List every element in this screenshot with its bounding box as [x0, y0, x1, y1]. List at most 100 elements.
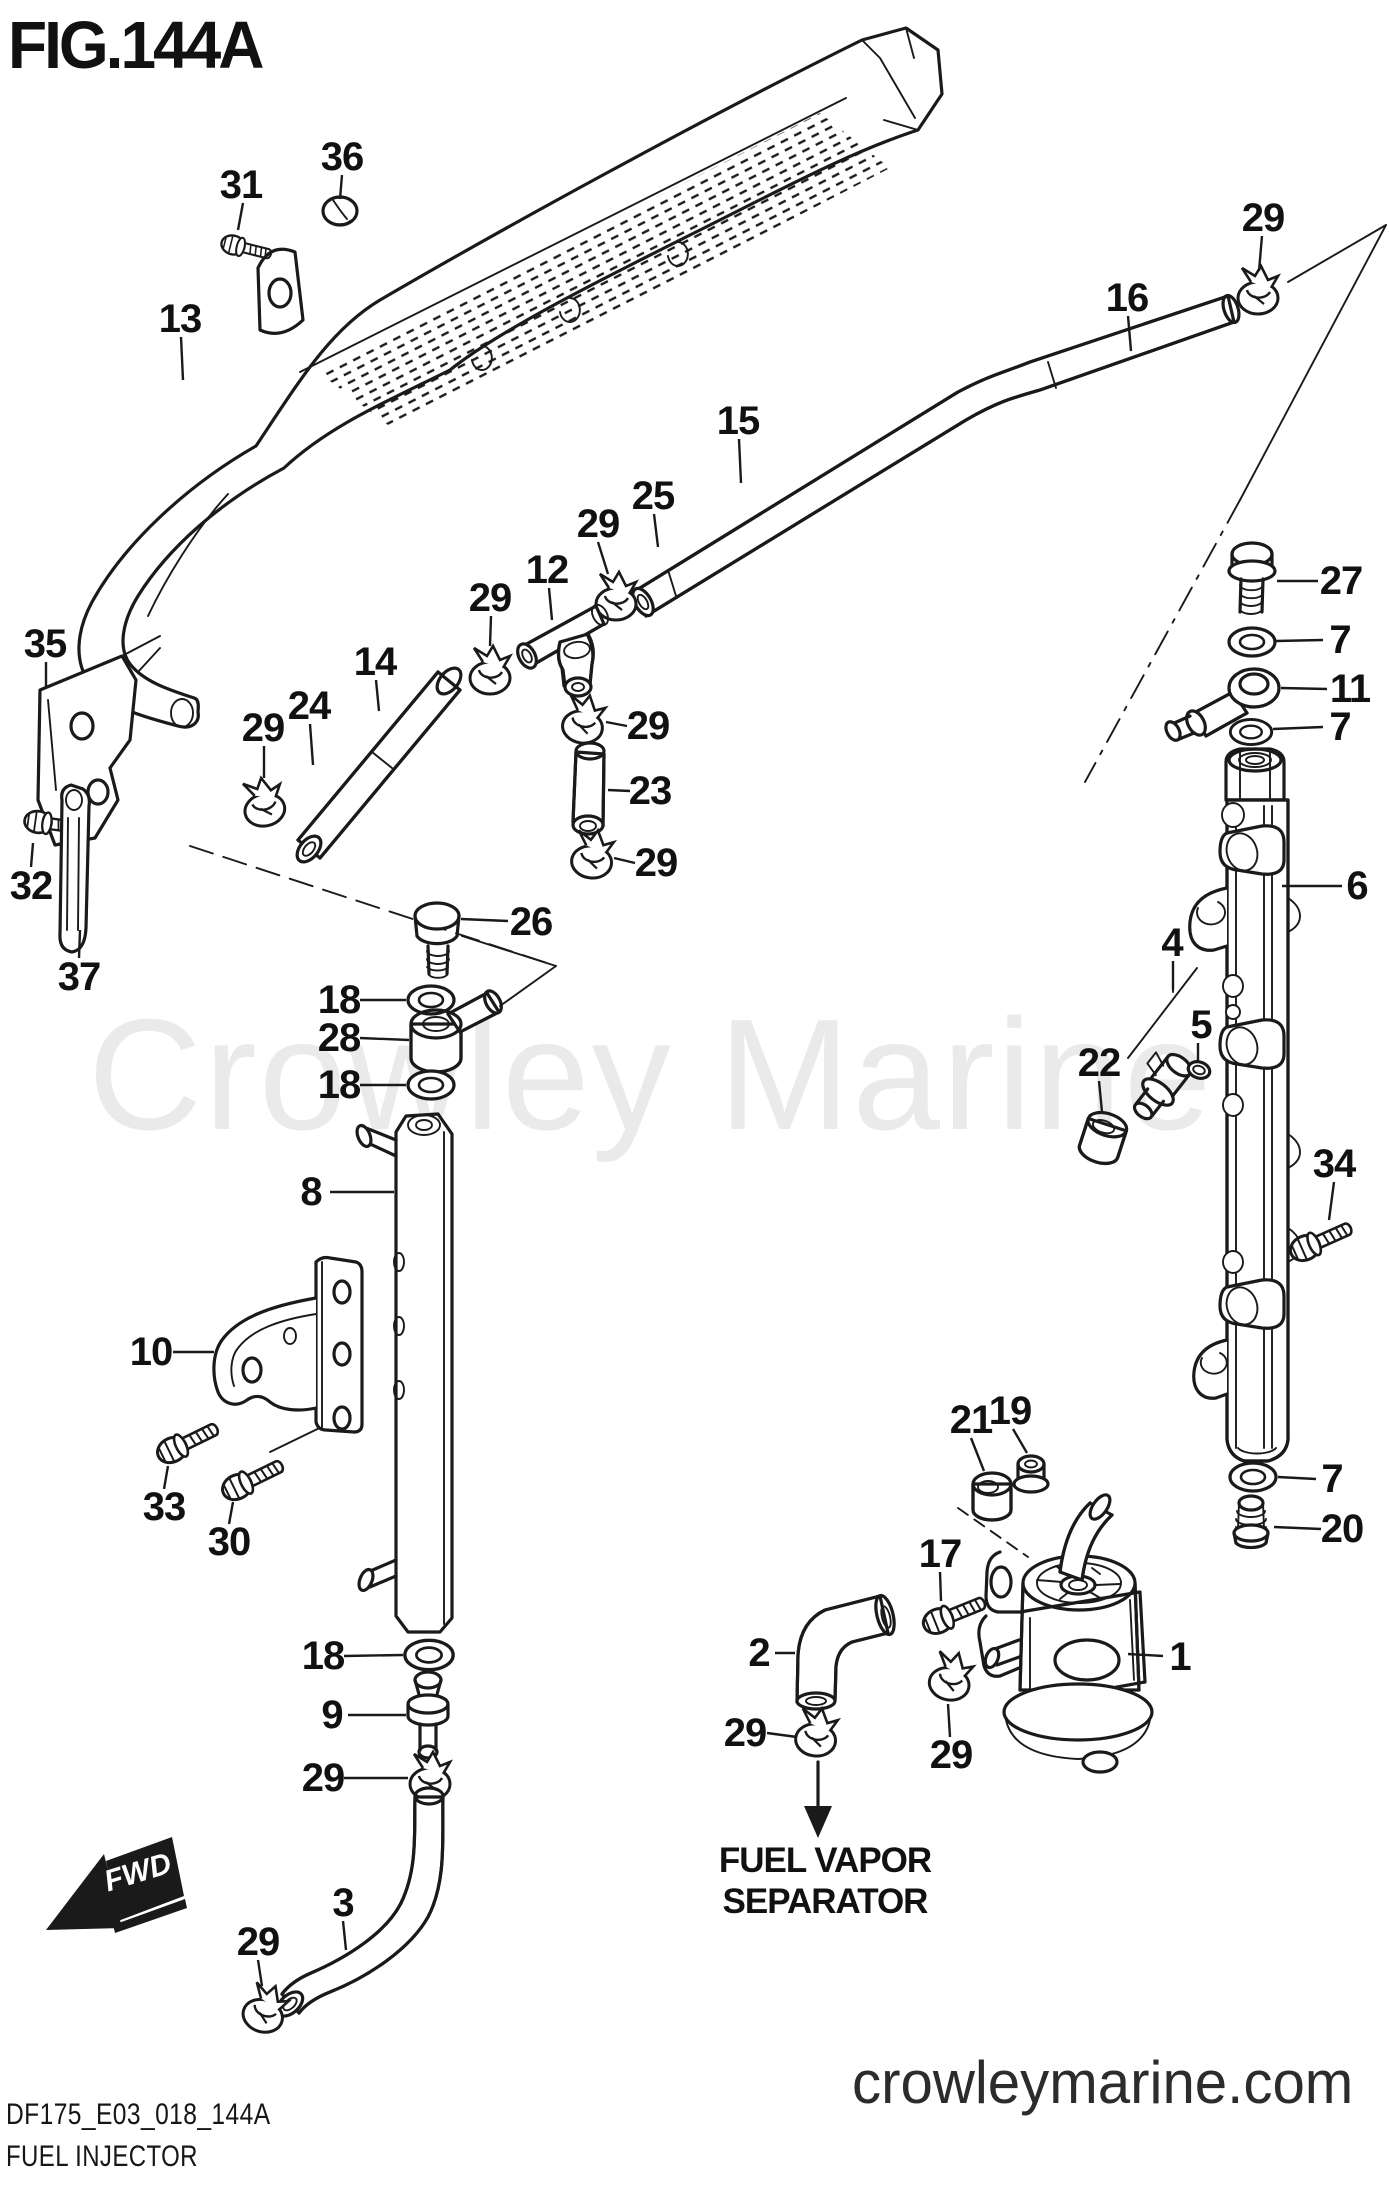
callout-33: 33 [142, 1485, 186, 1529]
bracket-10 [212, 1255, 364, 1434]
leader-line-19 [1011, 1428, 1029, 1454]
watermark-text: Crowley Marine [88, 987, 1214, 1163]
leader-line-15 [737, 438, 743, 484]
leader-line-3 [341, 1920, 348, 1951]
leader-line-17 [938, 1571, 943, 1602]
callout-7: 7 [1329, 618, 1351, 662]
leader-line-32 [29, 842, 35, 868]
callout-32: 32 [9, 864, 53, 908]
callout-17: 17 [918, 1532, 962, 1576]
grommet-19 [1012, 1454, 1050, 1494]
leader-line-31 [236, 202, 245, 231]
tube-23 [571, 741, 606, 836]
banjo-11 [1164, 667, 1281, 742]
callout-15: 15 [716, 399, 760, 443]
grommet-21 [971, 1471, 1013, 1522]
callout-24: 24 [287, 684, 331, 728]
leader-line-23 [607, 788, 631, 793]
callout-7: 7 [1321, 1457, 1343, 1501]
callout-23: 23 [628, 769, 672, 813]
callout-9: 9 [321, 1693, 343, 1737]
separator-1 [977, 1493, 1154, 1774]
leader-line-7 [1277, 1475, 1317, 1481]
callout-14: 14 [353, 640, 397, 684]
tee-joint-12 [516, 603, 610, 698]
leader-line-7 [1275, 638, 1324, 643]
leader-line-22 [1097, 1080, 1104, 1113]
callout-34: 34 [1312, 1142, 1356, 1186]
figure-name: FUEL INJECTOR [6, 2140, 198, 2173]
cover-13 [77, 26, 944, 729]
leader-line-29 [766, 1731, 798, 1739]
figure-title: FIG.144A [8, 7, 264, 83]
callout-16: 16 [1105, 276, 1149, 320]
cushion-22 [1077, 1110, 1129, 1166]
callout-27: 27 [1319, 559, 1363, 603]
callout-7: 7 [1329, 705, 1351, 749]
callout-29: 29 [723, 1711, 767, 1755]
banjo-bolt-27 [1227, 541, 1277, 615]
o-ring-5 [1186, 1060, 1212, 1080]
leader-line-12 [547, 587, 554, 621]
callout-18: 18 [317, 978, 361, 1022]
callout-29: 29 [468, 576, 512, 620]
leader-line-29 [1257, 235, 1264, 272]
callout-29: 29 [626, 704, 670, 748]
callout-31: 31 [219, 163, 263, 207]
construction-lines [189, 224, 1387, 1558]
leader-line-14 [374, 679, 381, 712]
callout-29: 29 [1241, 196, 1285, 240]
leader-line-37 [77, 929, 82, 959]
callout-10: 10 [129, 1330, 173, 1374]
callout-35: 35 [23, 622, 67, 666]
callout-28: 28 [317, 1016, 361, 1060]
callout-25: 25 [631, 474, 675, 518]
drawing-code: DF175_E03_018_144A [6, 2098, 271, 2131]
callout-29: 29 [236, 1920, 280, 1964]
site-watermark: crowleymarine.com [852, 2049, 1354, 2116]
injector-4 [1132, 1051, 1193, 1121]
leader-line-34 [1327, 1181, 1336, 1221]
callout-26: 26 [509, 900, 553, 944]
leader-line-26 [460, 917, 509, 923]
callout-6: 6 [1346, 864, 1368, 908]
leader-line-29 [256, 1959, 264, 1987]
fuel-vapor-separator-label: FUEL VAPOR SEPARATOR [700, 1840, 950, 1923]
callout-5: 5 [1190, 1003, 1212, 1047]
leader-line-18 [343, 1653, 404, 1658]
callout-30: 30 [207, 1520, 251, 1564]
leader-line-13 [179, 336, 185, 381]
callout-29: 29 [634, 841, 678, 885]
callout-29: 29 [576, 502, 620, 546]
hose-25-15-16 [631, 293, 1241, 618]
callout-29: 29 [929, 1733, 973, 1777]
callout-1: 1 [1169, 1635, 1191, 1679]
hose-14-24 [295, 666, 463, 864]
fuel-vapor-line2: SEPARATOR [722, 1882, 929, 1922]
separator-arrow [804, 1760, 832, 1838]
leader-line-28 [359, 1036, 410, 1042]
callout-29: 29 [301, 1756, 345, 1800]
leader-line-29 [488, 615, 493, 647]
leader-line-20 [1273, 1525, 1322, 1531]
hose-2 [795, 1593, 896, 1711]
leader-line-1 [1127, 1652, 1164, 1658]
leader-line-16 [1126, 315, 1133, 352]
leader-line-11 [1280, 686, 1328, 691]
delivery-pipe-8 [355, 1112, 454, 1634]
callout-21: 21 [949, 1398, 993, 1442]
hose-3 [275, 1786, 445, 2018]
callout-19: 19 [988, 1389, 1032, 1433]
callout-11: 11 [1329, 667, 1371, 711]
fuel-rail-6 [1188, 747, 1301, 1463]
callout-3: 3 [332, 1881, 354, 1925]
cover-mount-ear [256, 247, 305, 335]
leader-line-7 [1272, 725, 1324, 731]
banjo-bolt-26 [413, 901, 461, 979]
callout-12: 12 [525, 548, 569, 592]
banjo-28 [409, 989, 503, 1074]
plug-20 [1232, 1494, 1270, 1550]
